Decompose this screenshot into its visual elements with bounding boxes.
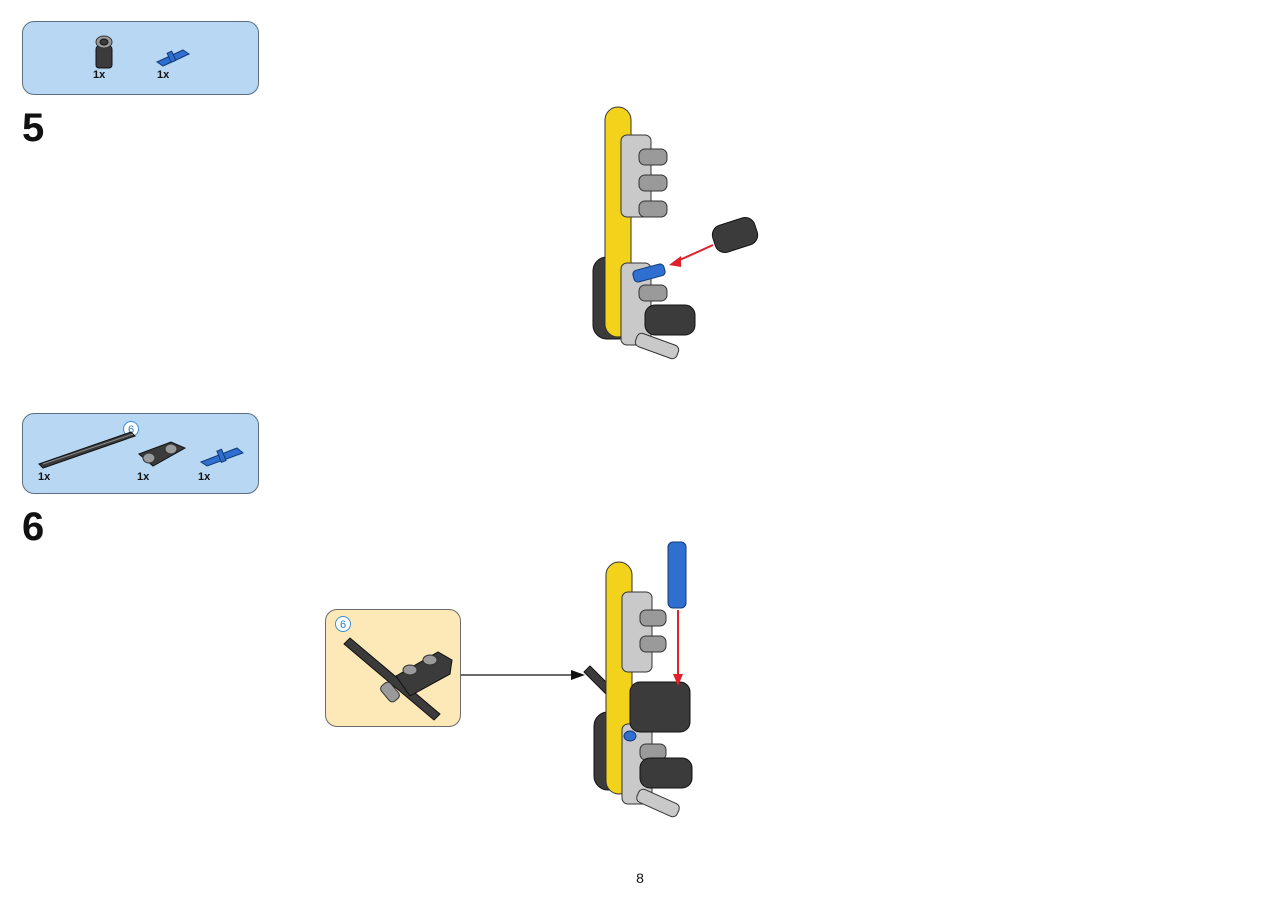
submodel-attach-arrow [461, 670, 585, 680]
step-6-model [580, 540, 710, 835]
part-qty: 1x [157, 69, 170, 81]
part-qty: 1x [93, 69, 106, 81]
black-cross-block-icon [137, 440, 187, 470]
part-qty: 1x [137, 471, 150, 483]
blue-axle-pin-icon [155, 46, 191, 68]
blue-friction-pin-icon [199, 444, 245, 468]
part-qty: 1x [198, 471, 211, 483]
submodel-axle-block-icon [340, 634, 455, 724]
parts-list-step-5: 1x 1x [22, 21, 259, 95]
part-qty: 1x [38, 471, 51, 483]
black-axle-icon [37, 428, 137, 470]
step-5-model [585, 105, 775, 385]
submodel-box: 6 [325, 609, 461, 727]
page-number: 8 [636, 870, 644, 886]
step-number: 6 [22, 505, 45, 549]
step-number: 5 [22, 106, 45, 150]
parts-list-step-6: 6 1x 1x 1x [22, 413, 259, 494]
submodel-callout-number: 6 [335, 616, 351, 632]
black-angle-connector-icon [92, 34, 116, 70]
